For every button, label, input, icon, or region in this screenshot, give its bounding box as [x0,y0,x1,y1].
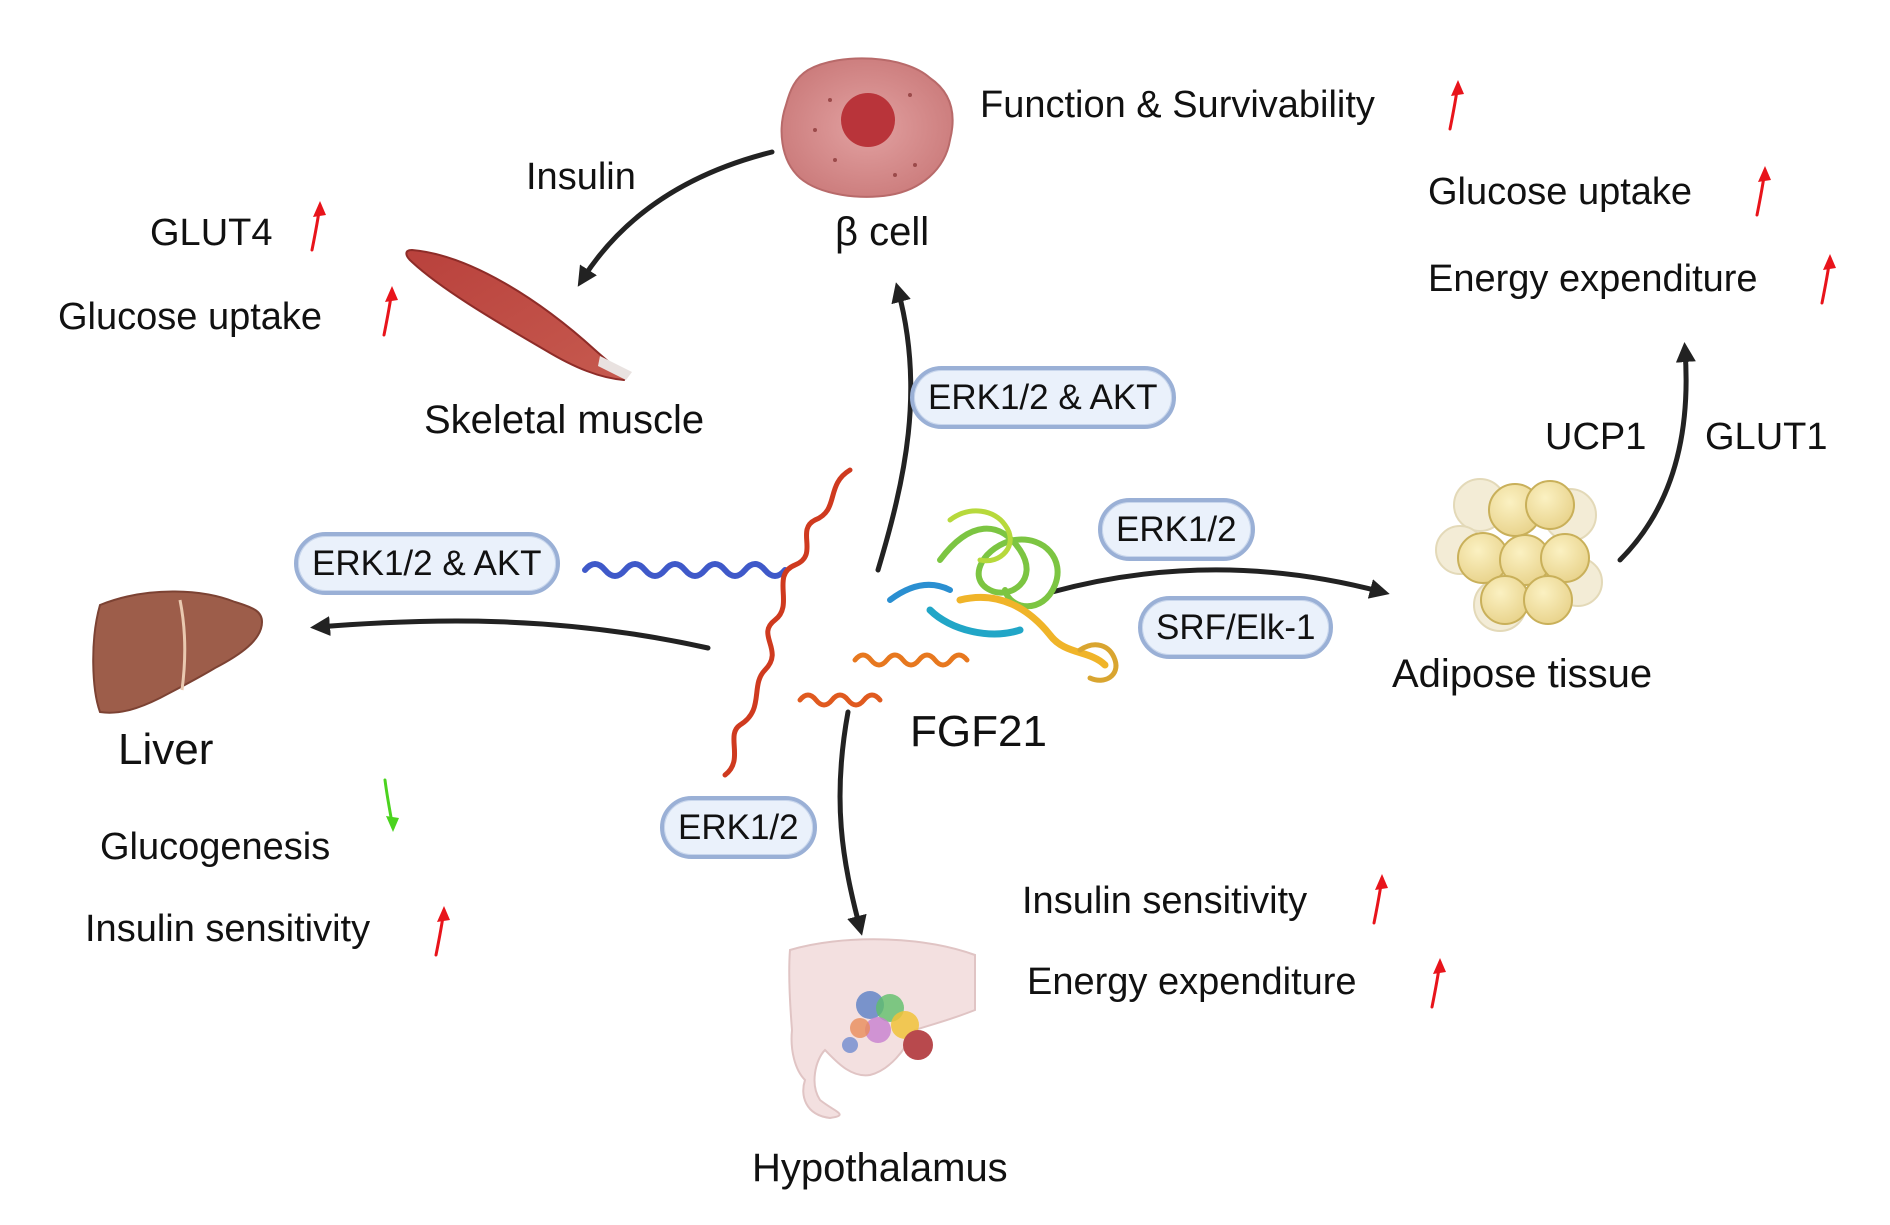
ucp1-label: UCP1 [1545,416,1647,458]
pathway-pill-adipose-erk: ERK1/2 [1098,498,1255,561]
insulin-arrow-label: Insulin [526,156,636,198]
effect-liver-insulin: Insulin sensitivity [85,908,371,950]
hypothalamus-illustration [788,938,976,1120]
adipose-tissue-illustration [1435,478,1603,632]
arrow-to-hypothalamus [837,709,867,936]
effect-muscle-glucose: Glucose uptake [58,296,323,338]
up-arrow-liver-insulin [434,906,450,957]
beta-cell-label: β cell [835,210,930,254]
arrow-adipose-up [1617,342,1696,563]
up-arrow-muscle-glut4 [310,201,326,252]
up-arrow-adipose-energy [1820,254,1836,305]
hypothalamus-label: Hypothalamus [752,1146,1008,1190]
liver-label: Liver [118,725,214,774]
arrow-beta-to-muscle [577,149,775,287]
effect-muscle-glut4: GLUT4 [150,212,273,254]
liver-illustration [92,590,264,714]
up-arrow-hypo-insulin [1372,874,1388,925]
fgf21-label: FGF21 [910,707,1047,756]
up-arrow-hypo-energy [1430,958,1446,1009]
effect-adipose-glucose: Glucose uptake [1428,171,1693,213]
skeletal-muscle-illustration [405,248,632,382]
effect-arrows [310,80,1836,1009]
pathway-pill-adipose-srf: SRF/Elk-1 [1138,596,1334,659]
adipose-tissue-label: Adipose tissue [1392,652,1653,696]
pathway-pill-liver: ERK1/2 & AKT [294,532,560,595]
effect-hypo-energy: Energy expenditure [1027,961,1357,1003]
up-arrow-function [1448,80,1464,131]
effect-liver-glucogenesis: Glucogenesis [100,826,331,868]
pathway-pill-beta-cell: ERK1/2 & AKT [910,366,1176,429]
down-arrow-liver-glucogenesis [383,778,399,832]
effect-adipose-energy: Energy expenditure [1428,258,1758,300]
up-arrow-muscle-glucose [382,286,398,337]
effect-hypo-insulin: Insulin sensitivity [1022,880,1308,922]
effect-beta-function: Function & Survivability [980,84,1375,126]
arrow-to-beta-cell [875,282,914,573]
pathway-pill-hypothalamus: ERK1/2 [660,796,817,859]
skeletal-muscle-label: Skeletal muscle [424,398,705,442]
arrow-to-liver [310,616,711,651]
arrow-to-adipose [1049,567,1390,599]
beta-cell-illustration [780,57,954,198]
flow-arrows [310,149,1696,936]
glut1-label: GLUT1 [1705,416,1828,458]
fgf21-protein-structure [582,467,1119,778]
up-arrow-adipose-glucose [1755,166,1771,217]
